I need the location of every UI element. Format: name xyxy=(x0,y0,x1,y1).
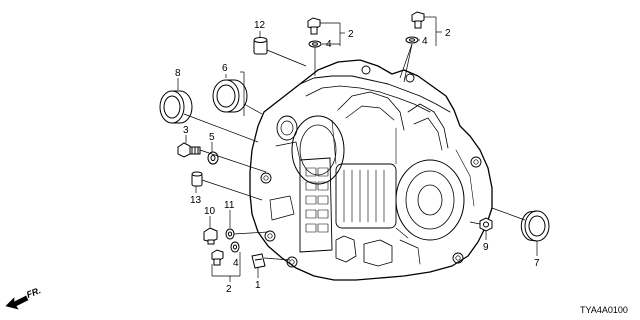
drain-bolt-top-right xyxy=(411,11,425,29)
transmission-case xyxy=(249,59,493,281)
oil-seal-7 xyxy=(520,210,550,242)
callout-13: 13 xyxy=(190,195,202,206)
callout-9: 9 xyxy=(483,242,489,253)
callout-4-top-right: 4 xyxy=(422,36,428,47)
callout-2-top-right: 2 xyxy=(445,28,451,39)
washer-top-right xyxy=(405,36,419,44)
front-label: FR. xyxy=(25,285,42,300)
washer-5 xyxy=(207,151,219,165)
dowel-pin xyxy=(253,37,268,55)
callout-10: 10 xyxy=(204,206,216,217)
clip-1 xyxy=(251,253,266,269)
callout-4-bottom: 4 xyxy=(233,258,239,269)
callout-4-top-center: 4 xyxy=(326,39,332,50)
callout-1: 1 xyxy=(255,280,261,291)
washer-11 xyxy=(225,228,235,240)
callout-7: 7 xyxy=(534,258,540,269)
front-arrow-icon xyxy=(5,295,29,310)
callout-12: 12 xyxy=(254,20,266,31)
callout-5: 5 xyxy=(209,132,215,143)
callout-8: 8 xyxy=(175,68,181,79)
dowel-pin-13 xyxy=(191,171,203,187)
diagram-code: TYA4A0100 xyxy=(580,305,628,315)
bolt-10 xyxy=(203,227,218,245)
oil-seal-6 xyxy=(212,79,248,113)
callout-6: 6 xyxy=(222,63,228,74)
front-direction-indicator: FR. xyxy=(5,285,42,310)
drain-bolt-top-center xyxy=(307,17,321,35)
callout-2-top-center: 2 xyxy=(348,29,354,40)
oil-seal-8 xyxy=(159,90,193,124)
callout-labels: 12 2 4 2 4 6 8 3 5 13 10 11 4 2 1 9 7 xyxy=(175,20,540,295)
nut-9 xyxy=(479,217,493,232)
drain-bolt-bottom xyxy=(211,249,224,266)
washer-top-center xyxy=(308,40,322,48)
callout-2-bottom: 2 xyxy=(226,284,232,295)
callout-11: 11 xyxy=(224,200,235,211)
washer-bottom xyxy=(230,241,240,253)
leader-lines xyxy=(177,16,538,282)
callout-3: 3 xyxy=(183,125,189,136)
plug-bolt-3 xyxy=(177,142,201,158)
